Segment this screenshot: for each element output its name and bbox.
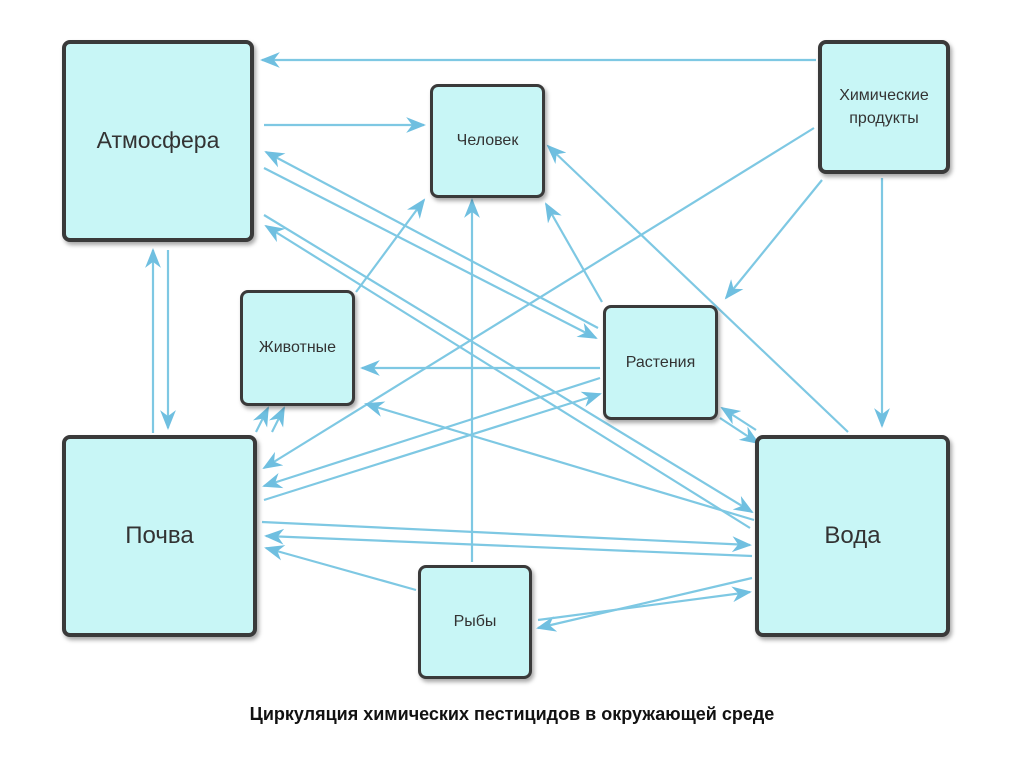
arrow-soil-to-animals-2 <box>268 406 285 433</box>
diagram-caption: Циркуляция химических пестицидов в окруж… <box>249 704 775 724</box>
arrow-plants-to-atmosphere <box>264 151 599 329</box>
arrow-atmosphere-to-water <box>263 214 754 514</box>
arrow-soil-to-plants <box>263 391 602 502</box>
soil-box: Почва <box>62 435 257 637</box>
arrow-water-to-atmosphere <box>264 224 751 529</box>
fish-label: Рыбы <box>453 613 497 631</box>
arrow-animals-to-human <box>355 198 426 293</box>
arrow-plants-to-soil <box>262 376 601 489</box>
fish-box: Рыбы <box>418 565 532 679</box>
arrow-water-to-human <box>546 144 849 433</box>
arrow-water-to-animals <box>364 401 755 522</box>
arrow-chemicals-to-soil <box>262 127 815 470</box>
arrow-chemicals-to-plants <box>724 179 823 300</box>
soil-label: Почва <box>125 521 194 549</box>
chemicals-box: Химические продукты <box>818 40 950 174</box>
atmosphere-box: Атмосфера <box>62 40 254 242</box>
human-box: Человек <box>430 84 545 198</box>
human-label: Человек <box>456 132 519 150</box>
arrow-soil-to-water <box>261 520 752 553</box>
arrow-water-to-fish <box>536 576 753 632</box>
arrow-plants-to-human <box>545 202 603 303</box>
plants-label: Растения <box>625 353 696 371</box>
arrow-water-to-plants <box>720 406 757 431</box>
arrow-fish-to-soil <box>264 545 417 592</box>
plants-box: Растения <box>603 305 718 420</box>
arrow-fish-to-water <box>537 586 752 622</box>
arrow-atmosphere-to-plants <box>263 167 598 339</box>
water-box: Вода <box>755 435 950 637</box>
arrow-water-to-soil <box>264 528 753 558</box>
arrow-soil-to-animals-1 <box>252 406 269 433</box>
animals-label: Животные <box>258 339 337 357</box>
arrow-plants-to-water <box>719 417 760 445</box>
animals-box: Животные <box>240 290 355 406</box>
chemicals-label: Химические продукты <box>839 86 929 127</box>
atmosphere-label: Атмосфера <box>96 127 220 153</box>
water-label: Вода <box>824 521 881 549</box>
